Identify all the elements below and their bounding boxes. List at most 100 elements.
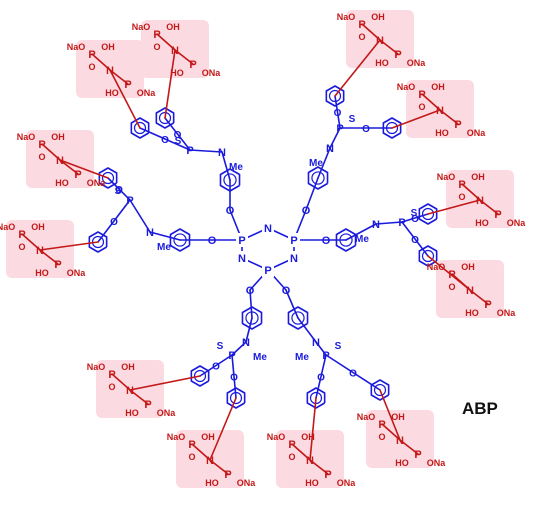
arm-5-branch-b-phenyl-ring-aromatic-ring [229, 391, 243, 405]
arm-5-branch-a-phosphonate-phosphorus: P [108, 369, 115, 381]
arm-5-branch-a-oxygen: O [212, 362, 220, 373]
arm-3-branch-a-phenyl-ring [98, 167, 118, 189]
arm-6-branch-b-phosphonate-phosphorus: P [414, 449, 421, 461]
arm-2-branch-b-methylene-bond [439, 109, 459, 125]
arm-6-thiophosphoryl-phosphorus: P [322, 350, 329, 362]
arm-3-phenyl-ring-aromatic-ring [173, 233, 187, 247]
arm-5-hydrazone-bond [245, 317, 253, 343]
arm-3-branch-a-phosphonate-phosphorus: P [38, 139, 45, 151]
arm-6-branch-b-phosphonate-phosphorus: P [378, 419, 385, 431]
arm-5-branch-a-hydroxyl: HO [125, 408, 139, 418]
arm-6-branch-b-ethyl-linker [379, 389, 401, 441]
arm-3-branch-a-oxygen: O [115, 185, 123, 196]
arm-2-n-p-bond [329, 127, 341, 149]
arm-3-branch-b-phosphonate-phosphorus: P [18, 229, 25, 241]
arm-3-branch-b-sodium-salt: NaO [0, 222, 15, 232]
arm-2-branch-a-sodium-salt: NaO [337, 12, 356, 22]
arm-6-branch-a-methylene-bond [309, 459, 329, 475]
arm-1-branch-a-ethyl-linker [164, 49, 176, 119]
arm-5-branch-a-methylene-bond [129, 389, 149, 405]
arm-5-branch-b-ethyl-linker [209, 397, 237, 461]
arm-1-hydrazone-nitrogen: N [218, 147, 226, 159]
arm-2-branch-b-terminal-amine: N [436, 105, 444, 117]
arm-5-branch-b-methylene-bond [209, 459, 229, 475]
arm-3-branch-a-terminal-amine: N [56, 155, 64, 167]
arm-1-branch-a-phenyl-ring-aromatic-ring [158, 111, 172, 125]
arm-6-branch-a-oxygen: O [317, 373, 325, 384]
arm-5-branch-b-methylene-bond [191, 443, 211, 461]
arm-4-branch-a-terminal-amine: N [476, 195, 484, 207]
arm-2-branch-b-oxygen: O [362, 124, 370, 135]
arm-1-branch-b-phenyl-ring-aromatic-ring [133, 121, 147, 135]
arm-3-branch-a-sodium-salt: NaO [17, 132, 36, 142]
arm-2-branch-a-sodium-salt: ONa [407, 58, 427, 68]
arm-3-branch-a-sodium-salt: ONa [87, 178, 107, 188]
arm-4-branch-b-hydroxyl: OH [461, 262, 475, 272]
core-atom-nitrogen: N [238, 253, 246, 265]
core-atom-phosphorus: P [238, 235, 245, 247]
arm-1-oxygen: O [226, 205, 235, 217]
arm-5-branch-b-hydroxyl: OH [201, 432, 215, 442]
arm-2-branch-a-phenyl-ring [325, 85, 345, 107]
arm-3-branch-a-oxo: O [38, 152, 45, 162]
arm-3-branch-b-oxo: O [18, 242, 25, 252]
arm-3-phenyl-ring [169, 228, 191, 252]
arm-1-branch-b-hydroxyl: HO [105, 88, 119, 98]
arm-1-branch-a-methylene-bond [156, 33, 176, 51]
arm-5-methyl: Me [253, 352, 267, 363]
arm-2-branch-a-oxygen: O [334, 108, 342, 119]
arm-5-branch-b-phosphonate-phosphorus: P [188, 439, 195, 451]
arm-4-sulfur: S [411, 208, 418, 219]
arm-4-branch-b-phosphonate-phosphorus: P [484, 299, 491, 311]
arm-5-branch-b-oxo: O [188, 452, 195, 462]
arm-6-branch-b-hydroxyl: HO [395, 458, 409, 468]
arm-3-branch-a-ethyl-linker [59, 159, 109, 179]
arm-5-ether-bond [249, 289, 253, 319]
arm-5-branch-b-oxygen: O [230, 373, 238, 384]
arm-5-thiophosphoryl-phosphorus: P [228, 350, 235, 362]
arm-6-hydrazone-bond [297, 317, 317, 343]
arm-5-branch-a-ethyl-linker [129, 375, 201, 391]
arm-2-phenyl-ring [307, 166, 329, 190]
arm-2-hydrazone-nitrogen: N [326, 143, 334, 155]
arm-6-sulfur: S [335, 341, 342, 352]
core-atom-mask [236, 233, 248, 247]
arm-5-branch-a-methylene-bond [111, 373, 131, 391]
arm-6-branch-a-phosphonate-phosphorus: P [324, 469, 331, 481]
arm-6-methyl: Me [295, 352, 309, 363]
arm-4-oxygen: O [322, 235, 331, 247]
arm-5-sulfur: S [217, 341, 224, 352]
arm-6-branch-a-p-o-bond [315, 354, 327, 399]
core-atom-mask [288, 233, 300, 247]
arm-3-branch-a-hydroxyl: HO [55, 178, 69, 188]
arm-3-oxygen: O [208, 235, 217, 247]
arm-5-branch-b-phosphonate-phosphorus: P [224, 469, 231, 481]
arm-2-branch-b-hydroxyl: HO [435, 128, 449, 138]
core-atom-nitrogen: N [264, 223, 272, 235]
arm-3-branch-a-phenyl-ring-aromatic-ring [101, 171, 115, 185]
arm-4-branch-b-phenyl-ring [418, 245, 438, 267]
arm-1-phenyl-ring [219, 168, 241, 192]
arm-5-branch-b-sodium-salt: NaO [167, 432, 186, 442]
arm-4-branch-b-oxygen: O [411, 235, 419, 246]
arm-4-branch-b-terminal-amine: N [466, 285, 474, 297]
arm-1-branch-b-phenyl-ring [130, 117, 150, 139]
arm-3-branch-a-methylene-bond [41, 143, 61, 161]
arm-6-n-p-bond [315, 341, 327, 356]
arm-6-hydrazone-nitrogen: N [312, 337, 320, 349]
arm-6-branch-b-oxygen: O [349, 369, 357, 380]
arm-6-branch-a-methylene-bond [291, 443, 311, 461]
arm-1-branch-a-phosphonate-phosphorus: P [189, 59, 196, 71]
arm-2-branch-b-hydroxyl: OH [431, 82, 445, 92]
arm-4-branch-a-methylene-bond [461, 183, 481, 201]
arm-2-branch-a-terminal-amine: N [376, 35, 384, 47]
arm-4-branch-a-phosphonate-phosphorus: P [494, 209, 501, 221]
arm-3-branch-b-sodium-salt: ONa [67, 268, 87, 278]
arm-6-branch-b-phenyl-ring [370, 379, 390, 401]
arm-4-branch-a-oxygen: O [411, 214, 419, 225]
arm-2-thiophosphoryl-phosphorus: P [336, 123, 343, 135]
arm-5-branch-a-p-o-bond [199, 354, 233, 377]
arm-1-branch-b-sodium-salt: NaO [67, 42, 86, 52]
arm-2-branch-a-methylene-bond [379, 39, 399, 55]
arm-1-branch-a-sodium-salt: ONa [202, 68, 222, 78]
